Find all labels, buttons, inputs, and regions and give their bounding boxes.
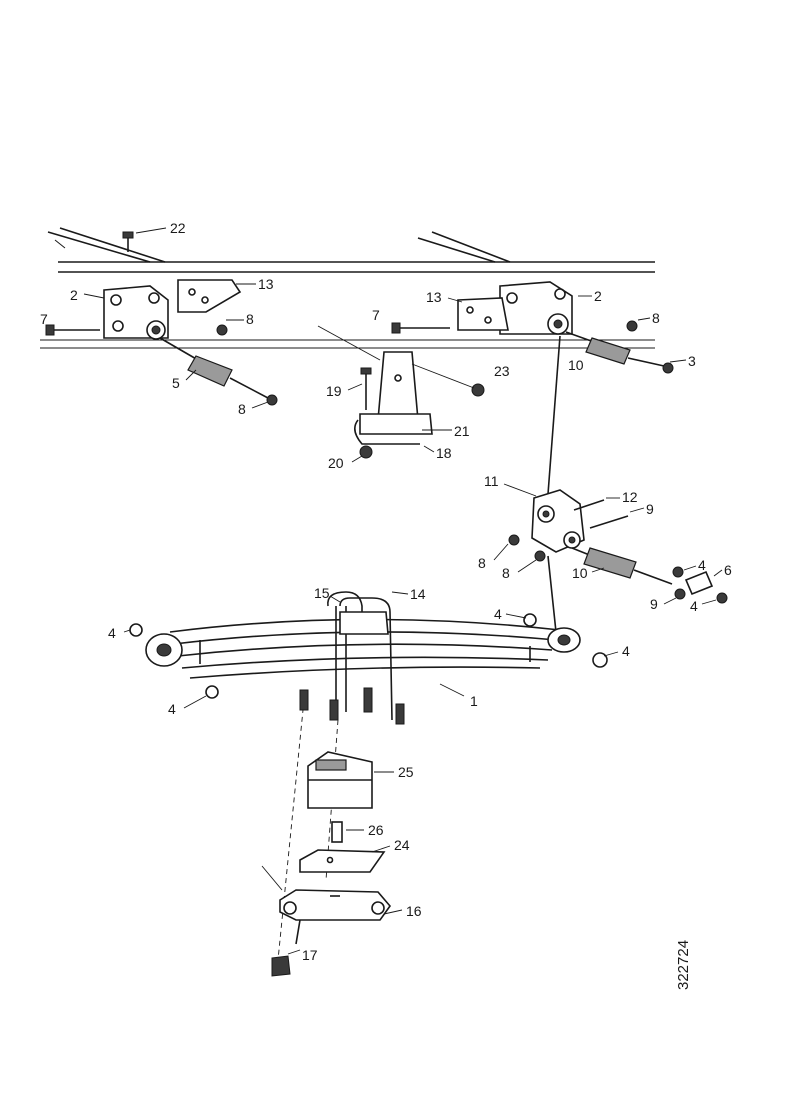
label-15: 15 [314,585,330,601]
u-bolts [277,591,405,961]
label-4-rear-eye: 4 [622,643,630,659]
label-17: 17 [302,947,318,963]
label-19: 19 [326,383,342,399]
label-21: 21 [454,423,470,439]
frame-rail [40,227,655,349]
label-9-bottom: 9 [650,596,658,612]
front-hanger-bracket [45,279,278,406]
label-7-left: 7 [40,311,48,327]
label-26: 26 [368,822,384,838]
label-25: 25 [398,764,414,780]
leader-lines [83,283,723,955]
label-8-right-top: 8 [652,310,660,326]
label-2-right: 2 [594,288,602,304]
label-4-front-eye: 4 [108,625,116,641]
label-16: 16 [406,903,422,919]
label-8-mid-a: 8 [478,555,486,571]
bolt-22 [122,227,167,252]
axle-pad [307,751,373,809]
label-24: 24 [394,837,410,853]
label-22: 22 [170,220,186,236]
label-23: 23 [494,363,510,379]
label-4-front-bottom: 4 [168,701,176,717]
label-8-mid-b: 8 [502,565,510,581]
label-4-rear-top: 4 [494,606,502,622]
label-8-left-top: 8 [246,311,254,327]
label-7-right: 7 [372,307,380,323]
label-5-left: 5 [172,375,180,391]
reference-number: 322724 [675,940,692,990]
label-10-right-top: 10 [568,357,584,373]
label-11: 11 [484,473,499,489]
label-14: 14 [410,586,426,602]
label-6-shackle: 6 [724,562,732,578]
center-mount-bracket [317,325,485,459]
label-9-top: 9 [646,501,654,517]
part-labels: 22 2 13 7 8 5 8 13 2 7 8 10 3 19 23 21 2… [40,220,732,963]
label-4-shackle: 4 [698,557,706,573]
lower-clamp-plate [261,865,392,977]
label-13-right: 13 [426,289,442,305]
label-12: 12 [622,489,638,505]
label-10-mid: 10 [572,565,588,581]
spacer-plate [299,849,386,873]
label-2-left: 2 [70,287,78,303]
label-13-left: 13 [258,276,274,292]
label-8-left-bottom: 8 [238,401,246,417]
label-20: 20 [328,455,344,471]
leaf-spring [129,613,608,699]
label-18: 18 [436,445,452,461]
pin-26 [331,821,343,843]
shackle-assembly [508,335,728,633]
rear-hanger-bracket [391,281,674,374]
label-4-shackle-b: 4 [690,598,698,614]
label-1: 1 [470,693,478,709]
label-3-right: 3 [688,353,696,369]
